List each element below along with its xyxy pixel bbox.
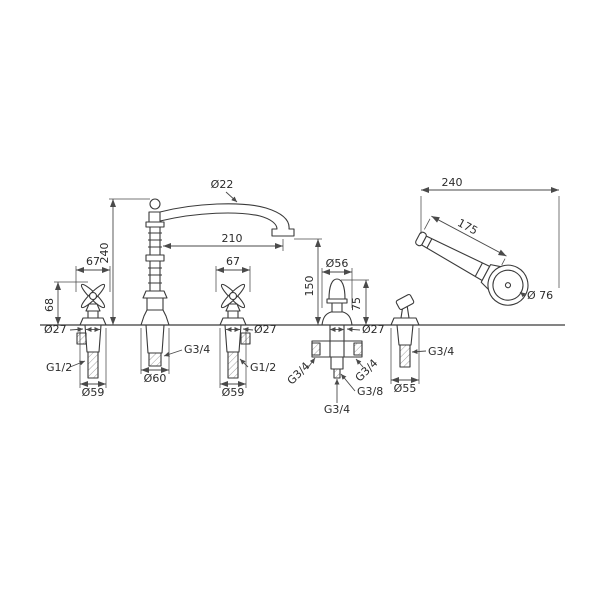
label-diverter-hole: Ø27 — [362, 323, 385, 336]
label-spout-flange: Ø60 — [144, 372, 167, 385]
label-diverter-knob-height: 75 — [350, 297, 363, 311]
diverter — [311, 278, 363, 379]
label-spout-diameter: Ø22 — [211, 178, 234, 191]
label-diverter-small-port: G3/8 — [357, 385, 383, 398]
label-handshower-handle-length: 175 — [455, 216, 480, 237]
label-spout-thread: G3/4 — [184, 343, 210, 356]
label-left-handle-hole: Ø27 — [44, 323, 67, 336]
label-holder-thread: G3/4 — [428, 345, 454, 358]
label-handle-height: 68 — [43, 298, 56, 312]
label-handshower-head-diameter: Ø 76 — [527, 289, 553, 302]
dimension-lines — [54, 187, 560, 403]
label-diverter-right-port: G3/4 — [353, 357, 381, 385]
label-right-handle-width: 67 — [226, 255, 240, 268]
label-handshower-overall: 240 — [442, 176, 463, 189]
label-holder-flange: Ø55 — [394, 382, 417, 395]
left-valve — [76, 283, 107, 379]
label-spout-outlet-height: 150 — [303, 276, 316, 297]
shower-holder — [390, 293, 420, 368]
finial-ball — [149, 198, 161, 210]
label-left-handle-width: 67 — [86, 255, 100, 268]
label-diverter-bottom-port: G3/4 — [324, 403, 350, 416]
label-left-valve-thread: G1/2 — [46, 361, 72, 374]
label-diverter-left-port: G3/4 — [285, 360, 313, 388]
label-diverter-knob-diameter: Ø56 — [326, 257, 349, 270]
label-spout-reach: 210 — [222, 232, 243, 245]
label-right-valve-flange: Ø59 — [222, 386, 245, 399]
spout-column — [140, 198, 295, 367]
label-right-handle-hole: Ø27 — [254, 323, 277, 336]
label-spout-height: 240 — [98, 243, 111, 264]
right-valve — [219, 283, 251, 379]
label-right-valve-thread: G1/2 — [250, 361, 276, 374]
label-left-valve-flange: Ø59 — [82, 386, 105, 399]
holder-cup — [395, 293, 415, 311]
spout — [159, 203, 295, 237]
